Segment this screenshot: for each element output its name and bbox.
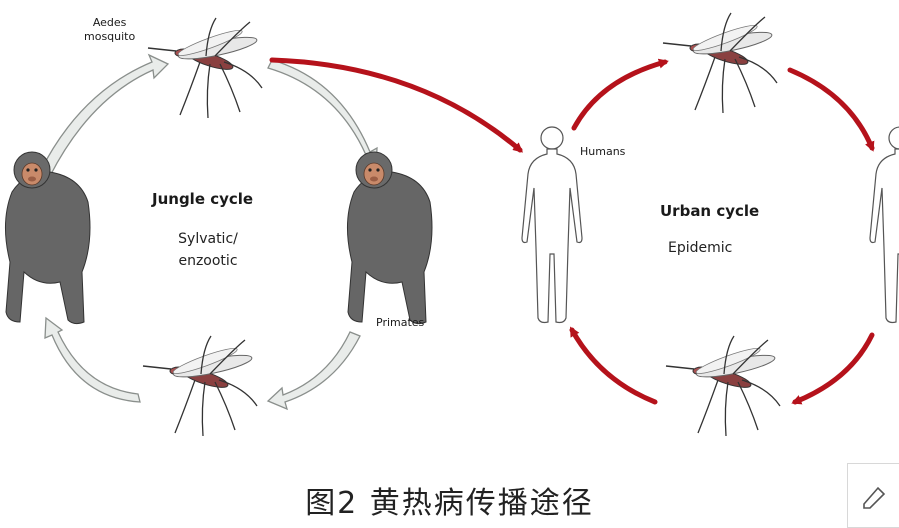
mosquito-top-left bbox=[147, 17, 263, 119]
mosquito-top-right bbox=[662, 12, 778, 114]
urban-cycle-title: Urban cycle bbox=[660, 202, 760, 220]
primates-label: Primates bbox=[376, 316, 425, 329]
urban-arrows bbox=[269, 57, 875, 405]
urban-cycle-subtitle: Epidemic bbox=[668, 240, 733, 256]
edit-button[interactable] bbox=[847, 463, 899, 528]
jungle-cycle-subtitle: Sylvatic/ enzootic bbox=[178, 231, 238, 269]
human-right bbox=[869, 126, 899, 324]
human-left bbox=[521, 126, 583, 324]
humans-label: Humans bbox=[580, 145, 626, 158]
mosquito-bottom-right bbox=[665, 335, 781, 437]
mosquito-bottom-left bbox=[142, 335, 258, 437]
edit-icon bbox=[862, 486, 885, 509]
primate-left bbox=[4, 151, 91, 325]
figure-caption: 图2 黄热病传播途径 bbox=[305, 486, 594, 521]
jungle-cycle-title: Jungle cycle bbox=[152, 190, 254, 208]
primate-right bbox=[346, 151, 433, 325]
aedes-mosquito-label: Aedes mosquito bbox=[84, 16, 136, 43]
